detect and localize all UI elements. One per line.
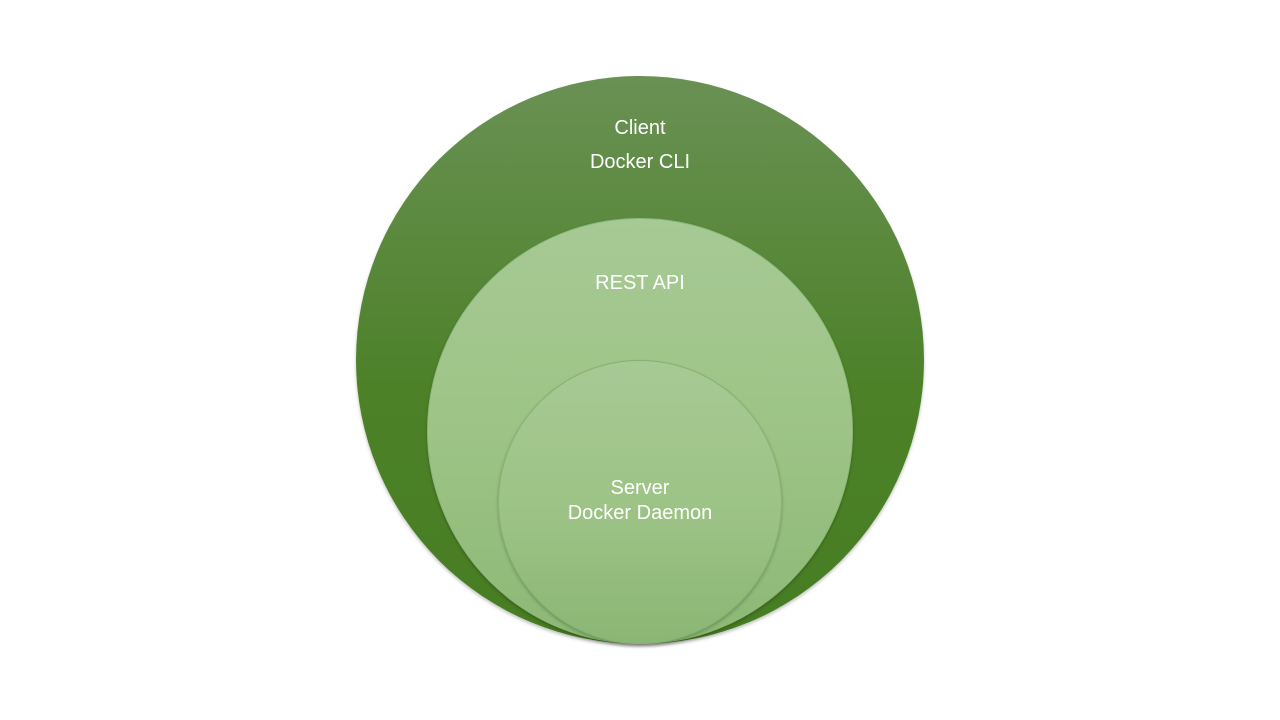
rest-api-label: REST API [595,272,685,294]
server-label: Server [610,477,670,499]
server-circle [498,360,782,644]
client-label: Client [614,117,666,139]
docker-daemon-label: Docker Daemon [567,502,713,524]
docker-cli-label: Docker CLI [589,151,691,173]
